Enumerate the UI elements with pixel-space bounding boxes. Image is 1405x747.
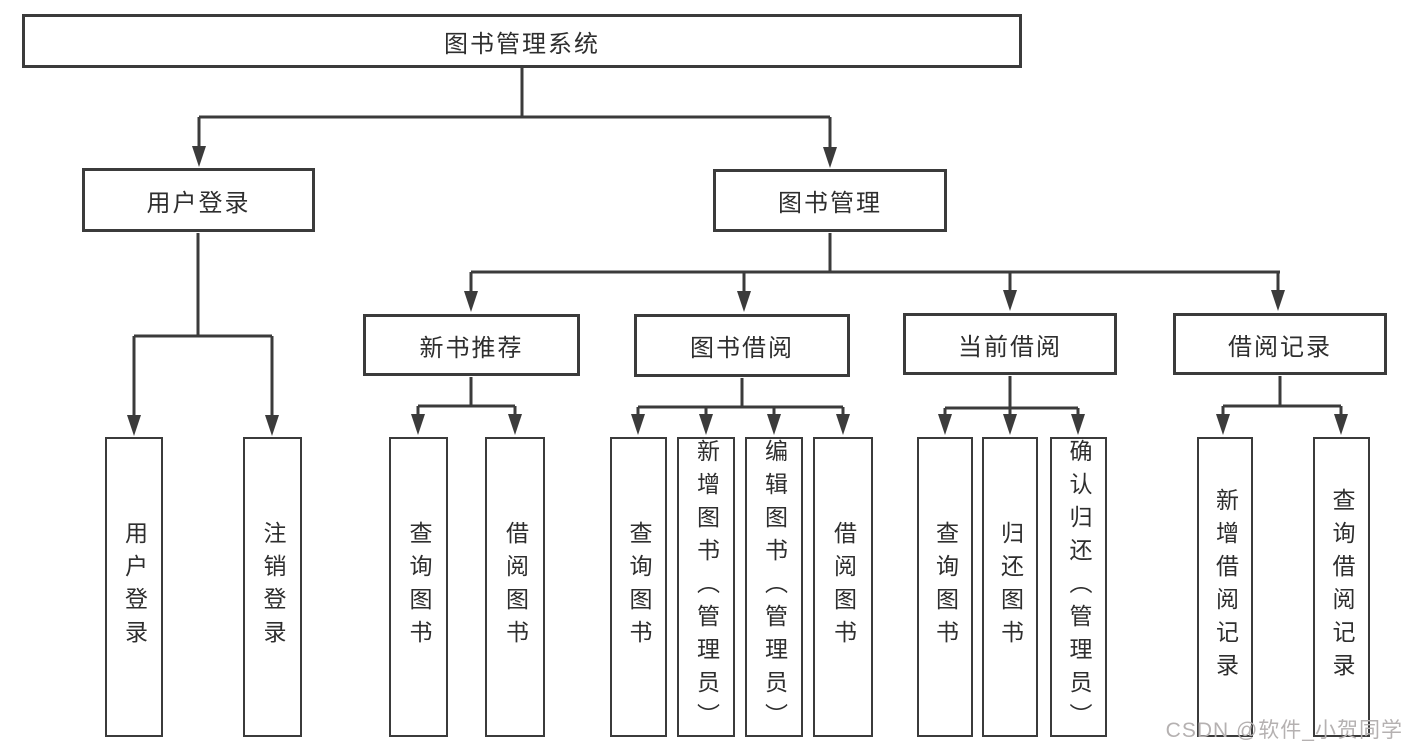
- csdn-watermark: CSDN @软件_小贺同学: [1165, 719, 1403, 742]
- arrowhead-down-icon: [938, 414, 952, 435]
- node-book-borrowing: 图书借阅: [634, 314, 850, 377]
- leaf-logout: 注销登录: [243, 437, 302, 737]
- node-user-login: 用户登录: [82, 168, 315, 232]
- node-borrow-records: 借阅记录: [1173, 313, 1387, 375]
- edge-user-login-to-leaves: [127, 233, 279, 436]
- node-current-borrowing: 当前借阅: [903, 313, 1117, 375]
- node-label: 注销登录: [260, 521, 286, 653]
- leaf-current-return-books: 归还图书: [982, 437, 1038, 737]
- leaf-borrowing-edit-books-admin: 编辑图书（管理员）: [745, 437, 803, 737]
- node-label: 图书借阅: [690, 335, 794, 362]
- node-label: 新增借阅记录: [1212, 488, 1239, 686]
- arrowhead-down-icon: [464, 291, 478, 312]
- arrowhead-down-icon: [411, 414, 425, 435]
- node-label: 用户登录: [146, 189, 251, 217]
- arrowhead-down-icon: [1003, 290, 1017, 311]
- arrowhead-down-icon: [823, 147, 837, 168]
- node-label: 图书管理: [778, 190, 882, 217]
- leaf-current-query-books: 查询图书: [917, 437, 973, 737]
- node-label: 确认归还（管理员）: [1066, 439, 1092, 736]
- node-label: 新增图书（管理员）: [693, 439, 720, 736]
- node-label: 查询图书: [406, 521, 432, 653]
- arrowhead-down-icon: [767, 414, 781, 435]
- edge-book-mgmt-to-level3: [464, 233, 1285, 312]
- edge-recommend-to-leaves: [411, 377, 522, 435]
- arrowhead-down-icon: [737, 291, 751, 312]
- node-label: 用户登录: [121, 521, 148, 653]
- node-new-book-recommend: 新书推荐: [363, 314, 580, 376]
- node-label: 查询图书: [932, 521, 959, 653]
- node-label: 当前借阅: [958, 333, 1062, 361]
- arrowhead-down-icon: [1071, 414, 1085, 435]
- node-label: 图书管理系统: [444, 30, 600, 58]
- node-label: 归还图书: [997, 521, 1024, 653]
- node-label: 查询借阅记录: [1329, 488, 1355, 686]
- arrowhead-down-icon: [631, 414, 645, 435]
- leaf-records-query-borrow-record: 查询借阅记录: [1313, 437, 1370, 737]
- edge-current-to-leaves: [938, 376, 1085, 435]
- edge-borrowing-to-leaves: [631, 378, 850, 435]
- leaf-current-confirm-return-admin: 确认归还（管理员）: [1050, 437, 1107, 737]
- node-label: 借阅图书: [830, 521, 857, 653]
- arrowhead-down-icon: [1271, 290, 1285, 311]
- arrowhead-down-icon: [508, 414, 522, 435]
- arrowhead-down-icon: [127, 415, 141, 436]
- leaf-recommend-query-books: 查询图书: [389, 437, 448, 737]
- arrowhead-down-icon: [192, 146, 206, 167]
- arrowhead-down-icon: [836, 414, 850, 435]
- node-label: 借阅记录: [1228, 333, 1332, 361]
- node-book-management: 图书管理: [713, 169, 947, 232]
- node-library-system: 图书管理系统: [22, 14, 1022, 68]
- arrowhead-down-icon: [1334, 414, 1348, 435]
- node-label: 查询图书: [626, 521, 652, 653]
- arrowhead-down-icon: [699, 414, 713, 435]
- leaf-records-add-borrow-record: 新增借阅记录: [1197, 437, 1253, 737]
- node-label: 新书推荐: [419, 334, 524, 362]
- node-label: 编辑图书（管理员）: [761, 439, 788, 736]
- edge-records-to-leaves: [1216, 376, 1348, 435]
- leaf-borrowing-borrow-books: 借阅图书: [813, 437, 873, 737]
- leaf-recommend-borrow-books: 借阅图书: [485, 437, 545, 737]
- edge-root-to-level2: [192, 68, 837, 168]
- node-label: 借阅图书: [502, 521, 529, 653]
- arrowhead-down-icon: [265, 415, 279, 436]
- leaf-borrowing-add-books-admin: 新增图书（管理员）: [677, 437, 735, 737]
- leaf-borrowing-query-books: 查询图书: [610, 437, 667, 737]
- leaf-user-login: 用户登录: [105, 437, 163, 737]
- arrowhead-down-icon: [1216, 414, 1230, 435]
- arrowhead-down-icon: [1003, 414, 1017, 435]
